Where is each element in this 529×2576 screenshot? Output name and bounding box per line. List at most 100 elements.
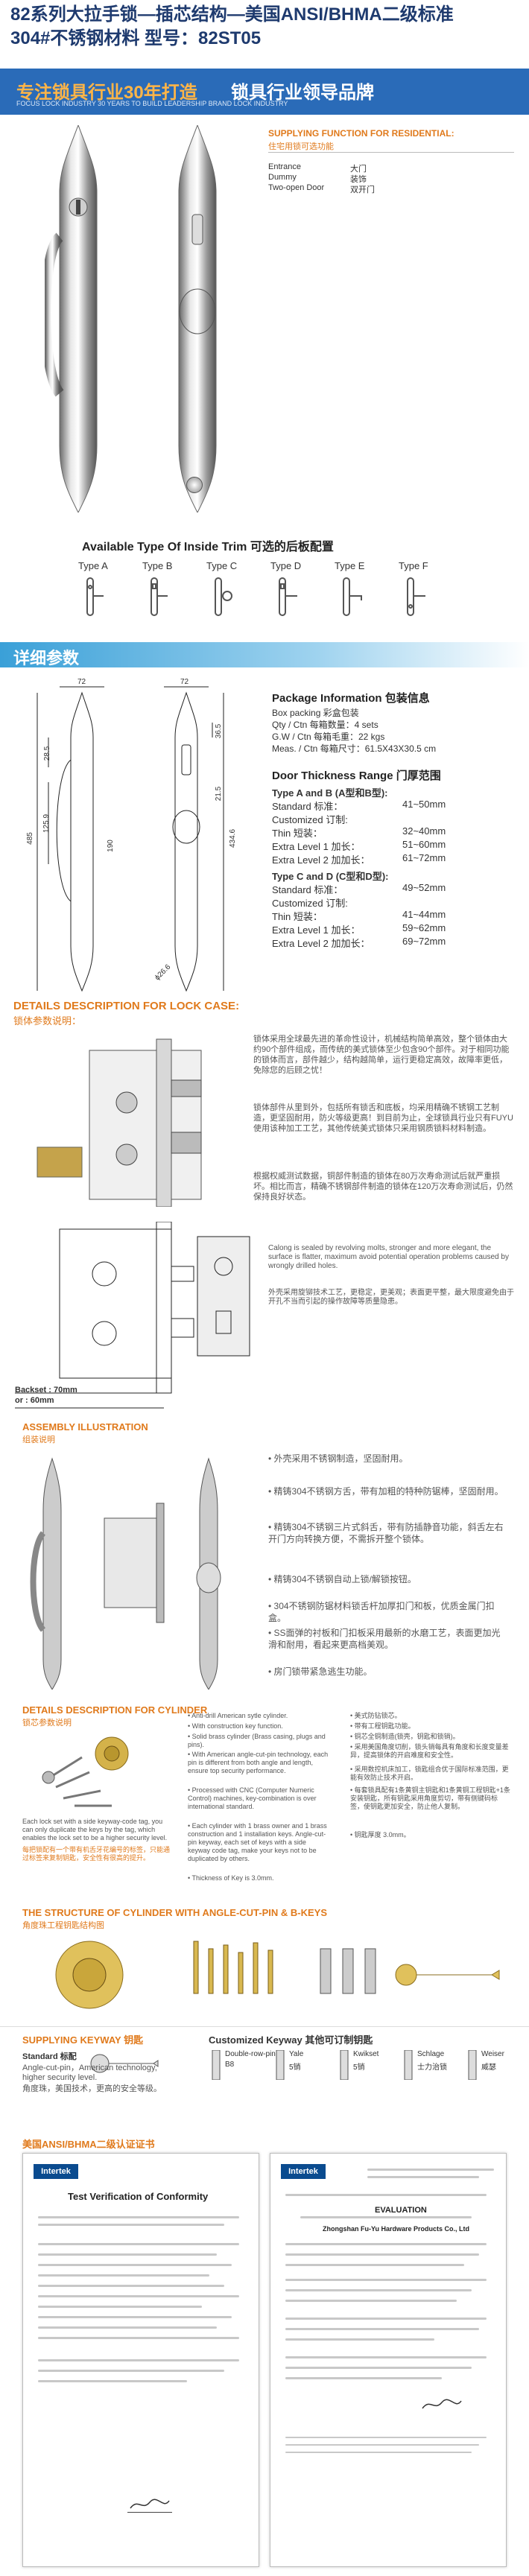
lockcase-title-cn: 锁体参数说明： [13, 1015, 82, 1027]
keyway-item: Weiser 威瑟 [465, 2049, 522, 2095]
cylinder-feature-en: Anti-drill American sytle cylinder. [191, 1712, 288, 1719]
thickness-value: 49~52mm [402, 882, 446, 893]
supply-item-cn: 双开门 [350, 185, 375, 194]
cylinder-title-en: DETAILS DESCRIPTION FOR CYLINDER [22, 1704, 208, 1716]
dim-width-right: 72 [180, 678, 189, 686]
slogan-orange: 专注锁具行业30年打造 [16, 83, 197, 103]
keyway-divider [0, 2026, 529, 2027]
handle-interior-image [164, 124, 231, 514]
supply-title-en: SUPPLYING FUNCTION FOR RESIDENTIAL: [268, 128, 454, 139]
signature-mark [127, 2496, 172, 2513]
lockcase-para-2: 锁体部件从里到外，包括所有锁舌和底板，均采用精确不锈钢工艺制造，更坚固耐用，防火… [253, 1103, 513, 1133]
cylinder-feature-cn: 采用美国角度切削，锁头销每具有角度和长度变量差异，提高锁体的开启难度和安全性。 [350, 1743, 509, 1759]
thickness-label: Extra Level 1 加长： [272, 924, 361, 936]
thickness-label: Extra Level 2 加加长： [272, 854, 370, 866]
certificate-right: Intertek EVALUATION Zhongshan Fu-Yu Hard… [270, 2153, 507, 2567]
certificate-title: 美国ANSI/BHMA二级认证证书 [22, 2139, 155, 2150]
intertek-logo: Intertek [34, 2164, 78, 2179]
assembly-feature: • 精铸304不锈钢三片式斜舌，带有防插静音功能，斜舌左右开门方向转换方便，不需… [268, 1522, 504, 1544]
thickness-cd-title: Type C and D (C型和D型): [272, 871, 389, 882]
assembly-feature: • 精铸304不锈钢自动上锁/解锁按钮。 [268, 1574, 416, 1584]
supply-divider [268, 152, 514, 153]
supply-item-en: Two-open Door [268, 183, 325, 192]
trim-type-label: Type E [335, 560, 365, 571]
thickness-title: Door Thickness Range 门厚范围 [272, 770, 441, 782]
trim-title: Available Type Of Inside Trim 可选的后板配置 [82, 541, 334, 553]
cylinder-feature-en: With American angle-cut-pin technology, … [188, 1751, 329, 1774]
thickness-value: 41~44mm [402, 909, 446, 920]
cylinder-title-cn: 锁芯参数说明 [22, 1719, 72, 1728]
assembly-feature: • 精铸304不锈钢方舌，带有加粗的特种防锯棒，坚固耐用。 [268, 1486, 504, 1497]
supply-item-en: Dummy [268, 173, 297, 182]
supply-item-cn: 装饰 [350, 175, 367, 184]
keyway-item: Kwikset 5销 [337, 2049, 396, 2095]
door-stop-image [186, 477, 203, 493]
trim-type-icons [86, 577, 425, 616]
anglepin-diagram [22, 1934, 514, 2016]
cylinder-feature-en: Solid brass cylinder (Brass casing, plug… [188, 1733, 326, 1748]
thickness-label: Extra Level 2 加加长： [272, 938, 370, 949]
thickness-label: Standard 标准： [272, 801, 343, 812]
assembly-feature: • 房门锁带紧急逃生功能。 [268, 1666, 373, 1677]
handle-exterior-image [40, 124, 112, 514]
keyway-standard-label: Standard 标配 [22, 2052, 77, 2061]
dim-e: 21.5 [215, 786, 224, 802]
cylinder-feature-en: Thickness of Key is 3.0mm. [191, 1874, 274, 1882]
thickness-label: Thin 短装： [272, 828, 323, 839]
dim-height-total: 485 [25, 832, 34, 845]
thickness-value: 61~72mm [402, 852, 446, 863]
anglepin-title-en: THE STRUCTURE OF CYLINDER WITH ANGLE-CUT… [22, 1907, 328, 1918]
assembly-feature: • 304不锈钢防锯材料锁舌杆加厚扣门和板，优质金属门扣盒。 [268, 1601, 495, 1623]
keyway-item: Schlage 士力治锁 [401, 2049, 460, 2095]
intertek-logo: Intertek [281, 2164, 326, 2179]
certificate-left: Intertek Test Verification of Conformity [22, 2153, 259, 2567]
thickness-value: 59~62mm [402, 922, 446, 933]
custom-keyways: Double-row-pin B8 Yale 5销 Kwikset 5销 Sch… [209, 2049, 522, 2102]
assembly-feature: • 外壳采用不锈钢制造，坚固耐用。 [268, 1453, 408, 1464]
title-line-1: 82系列大拉手锁—插芯结构—美国ANSI/BHMA二级标准 [10, 4, 454, 25]
assembly-title-cn: 组装说明 [22, 1435, 55, 1444]
dim-b: 125.9 [42, 813, 51, 834]
trim-types: Type A Type B Type C Type D Type E Type … [71, 560, 458, 620]
signature-mark [419, 2396, 464, 2413]
slogan-white: 锁具行业领导品牌 [231, 83, 374, 103]
thickness-value: 41~50mm [402, 799, 446, 810]
package-line: Meas. / Ctn 每箱尺寸：61.5X43X30.5 cm [272, 743, 437, 754]
assembly-feature: • SS面弹的衬板和门扣板采用最新的水磨工艺，表面更加光滑和耐用，看起来更高档美… [268, 1628, 501, 1650]
cylinder-caption-en: Each lock set with a side keyway-code ta… [22, 1818, 168, 1841]
lockcase-image [22, 1035, 246, 1208]
thickness-ab-title: Type A and B (A型和B型): [272, 787, 388, 799]
lockcase-note-en: Calong is sealed by revolving molts, str… [268, 1244, 509, 1270]
package-line: Box packing 彩盒包装 [272, 708, 359, 718]
anglepin-title-cn: 角度珠工程钥匙结构图 [22, 1921, 104, 1930]
supply-item-en: Entrance [268, 162, 302, 171]
cylinder-feature-en: Each cylinder with 1 brass owner and 1 b… [188, 1822, 327, 1862]
backset-label: Backset : 70mm [15, 1386, 77, 1395]
thickness-value: 51~60mm [402, 839, 446, 850]
dim-a: 28.5 [43, 746, 52, 761]
cylinder-feature-cn: 每套锁具配有1条黄铜主钥匙和1条黄铜工程钥匙+1条安装钥匙，所有钥匙采用角度剪切… [350, 1786, 510, 1810]
cylinder-feature-en: Processed with CNC (Computer Numeric Con… [188, 1786, 317, 1810]
trim-type-label: Type C [206, 560, 238, 571]
dim-width-left: 72 [77, 678, 86, 686]
supply-item-cn: 大门 [350, 165, 367, 174]
trim-type-label: Type B [142, 560, 173, 571]
title-line-2: 304#不锈钢材料 型号：82ST05 [10, 28, 262, 48]
thickness-label: Customized 订制: [272, 898, 348, 909]
package-title: Package Information 包装信息 [272, 692, 430, 705]
keyway-title: SUPPLYING KEYWAY 钥匙 [22, 2034, 144, 2046]
certificate-left-heading: Test Verification of Conformity [68, 2191, 209, 2202]
thickness-label: Customized 订制: [272, 814, 348, 825]
cylinder-feature-cn: 铜芯全铜制造(锁壳，钥匙和锁销)。 [354, 1733, 460, 1740]
lockcase-drawing: Backset : 70mm or : 60mm [15, 1221, 261, 1415]
lockcase-note-cn: 外壳采用旋铆技术工艺，更稳定，更美观；表面更平整，最大限度避免由于开孔不当而引起… [268, 1289, 514, 1306]
cylinder-feature-en: With construction key function. [191, 1722, 283, 1730]
backset-alt-label: or : 60mm [15, 1396, 54, 1405]
cylinder-feature-cn: 钥匙厚度 3.0mm。 [354, 1831, 411, 1839]
assembly-illustration [22, 1451, 253, 1690]
custom-keyway-label: Customized Keyway 其他可订制钥匙 [209, 2034, 373, 2046]
thickness-label: Extra Level 1 加长： [272, 841, 361, 852]
keyway-standard-cn: 角度珠，美国技术，更高的安全等级。 [22, 2084, 162, 2093]
lockcase-para-3: 根据权威测试数据，铜部件制造的锁体在80万次寿命测试后就严重损坏。相比而言，精确… [253, 1172, 513, 1202]
details-band: 详细参数 [0, 642, 529, 667]
